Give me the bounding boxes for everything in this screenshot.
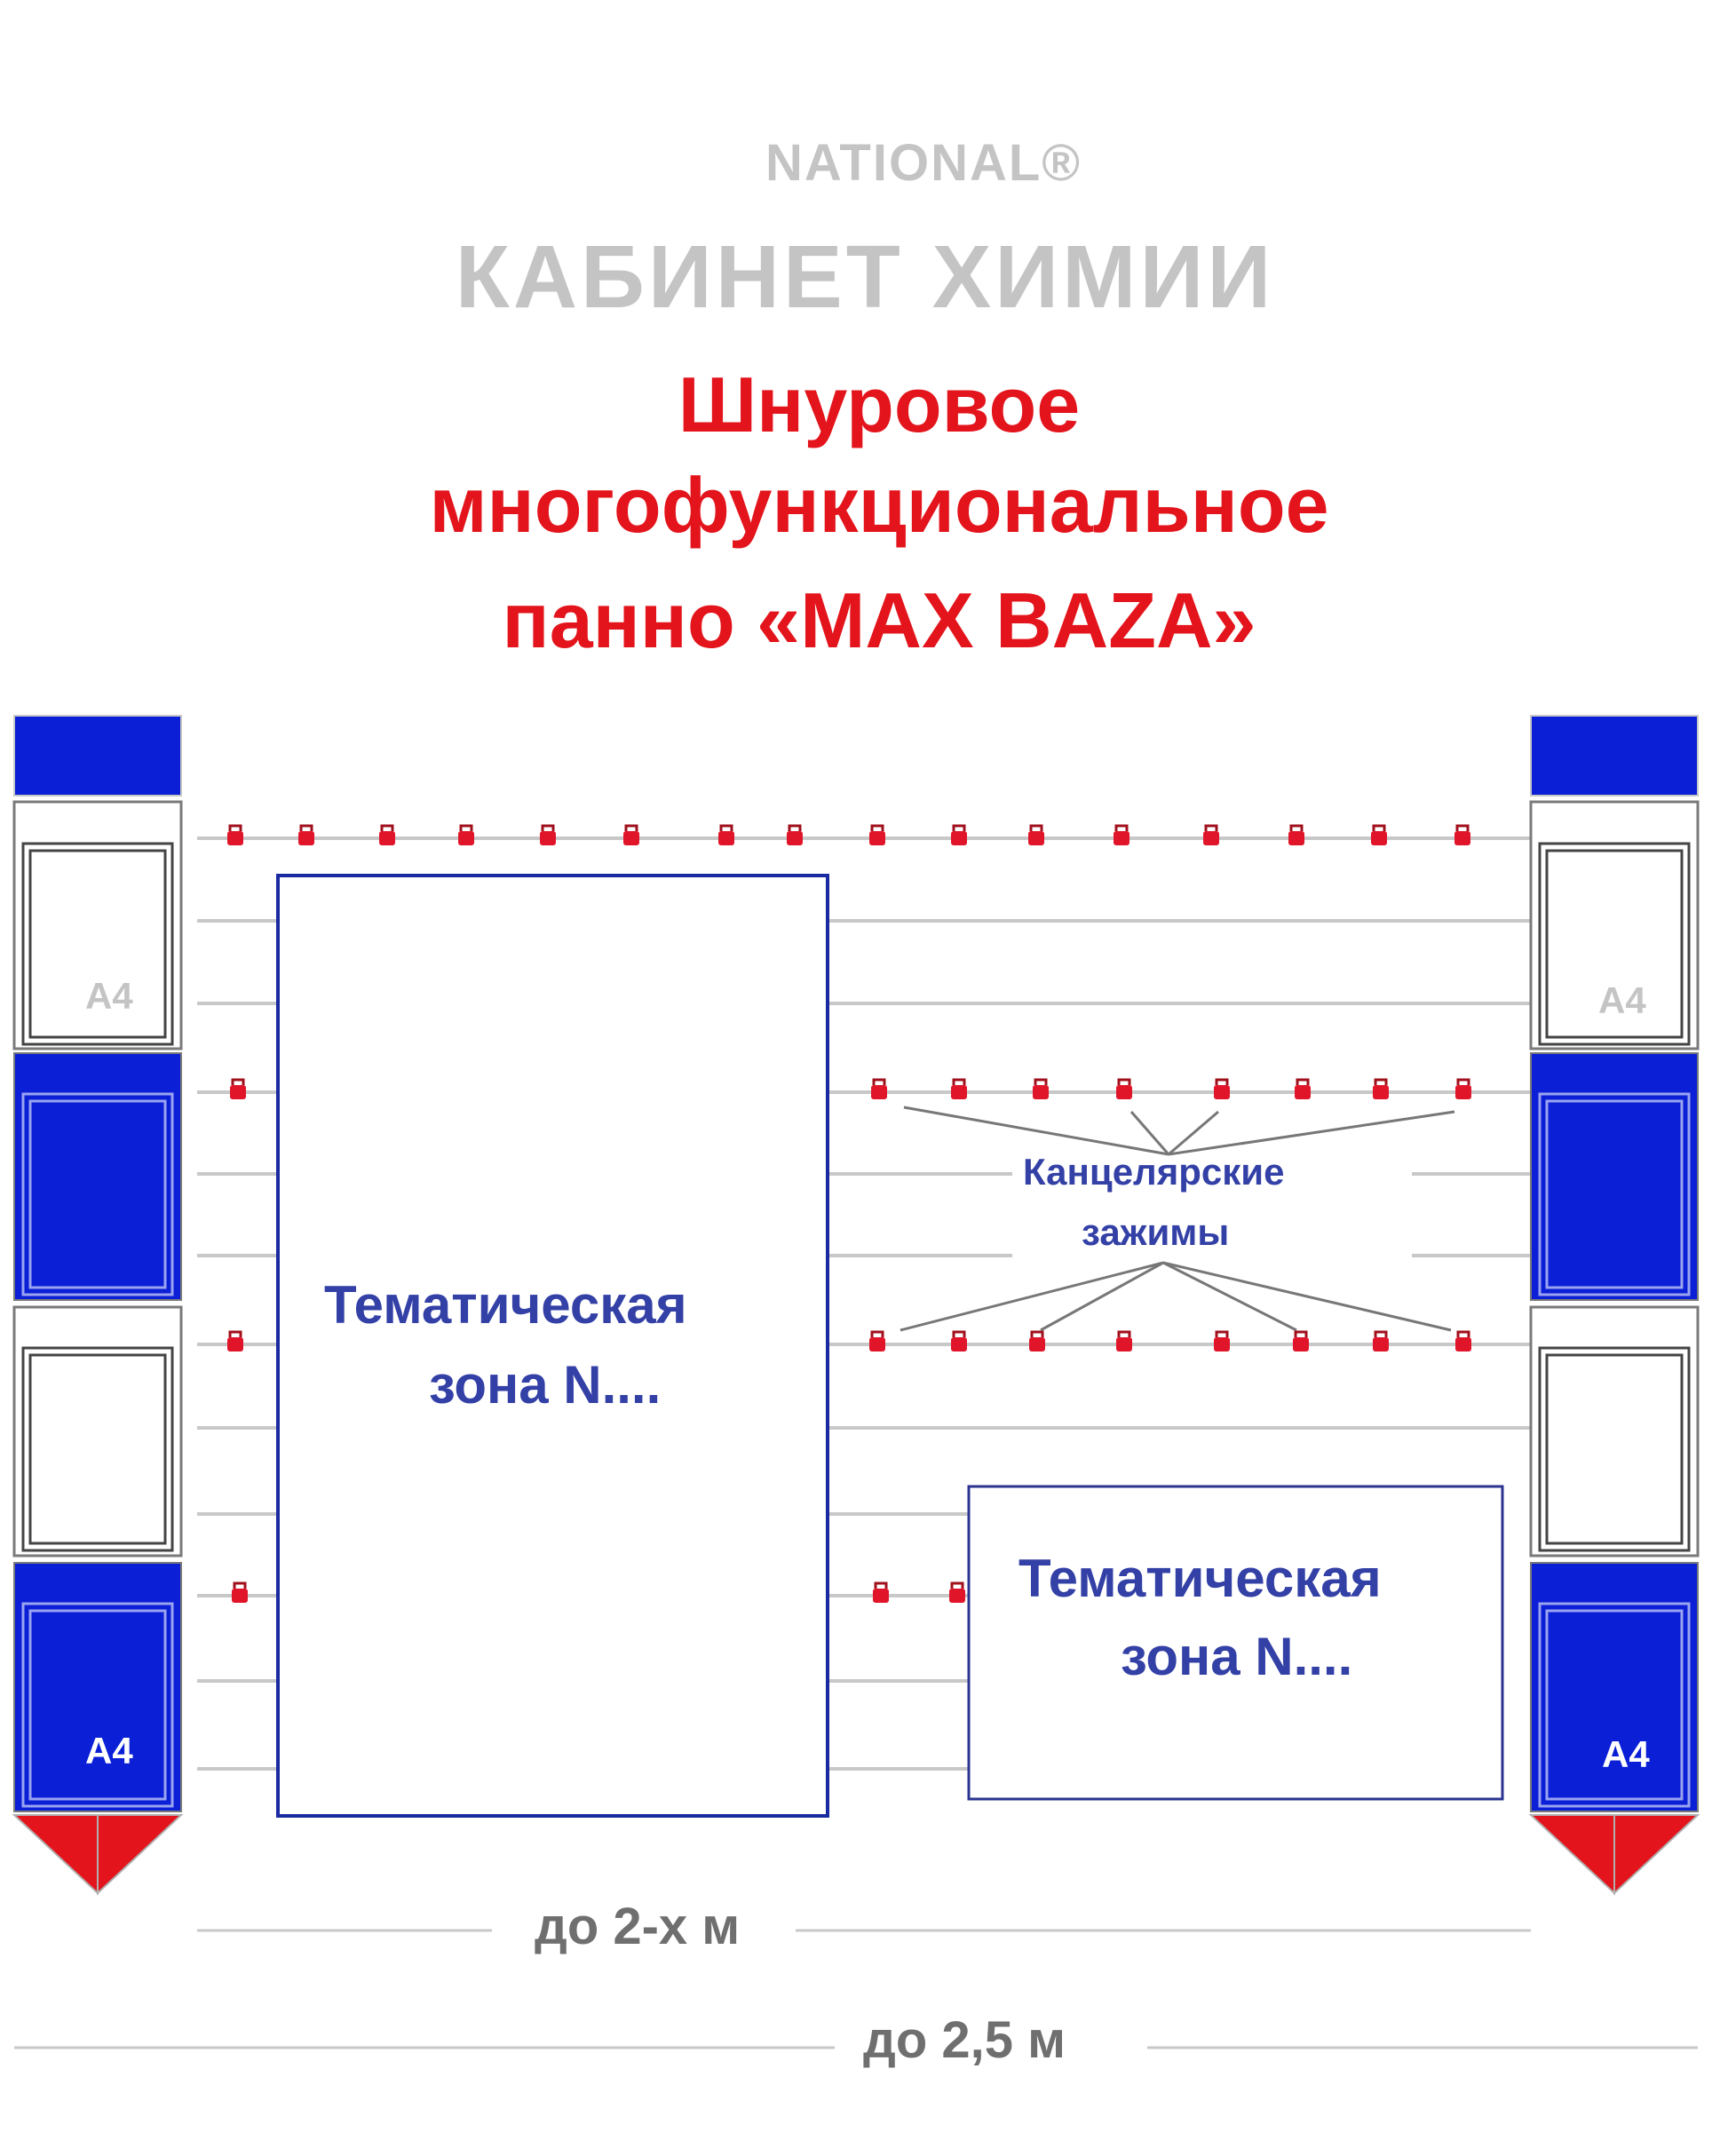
clips-callout-line-1: Канцелярские [1023,1151,1285,1193]
clip [1371,824,1387,845]
clip [230,1078,246,1099]
clip [1116,1078,1132,1099]
clip [458,824,474,845]
clip [1455,1078,1471,1099]
title-line-1: Шнуровое [678,361,1081,448]
clip [1373,1330,1389,1351]
clip [1288,824,1304,845]
clip [871,1078,887,1099]
large-thematic-zone [276,874,829,1818]
clip [1455,1330,1471,1351]
clip [298,824,314,845]
brand-name: NATIONAL® [765,134,1082,192]
left-white-pocket-2 [12,1305,183,1558]
clip [787,824,803,845]
right-white-pocket-1 [1529,800,1700,1050]
left-pointer-weight [12,1814,184,1896]
clip [1214,1078,1230,1099]
title-line-2: многофункциональное [429,461,1329,549]
left-blue-pocket-1 [13,1052,182,1301]
clip [1033,1078,1049,1099]
right-blue-pocket-a4-label: A4 [1602,1733,1650,1775]
clip [951,824,967,845]
cord-lines [197,836,1531,1771]
clip [540,824,556,845]
clip [1214,1330,1230,1351]
callout-leaders [900,1106,1455,1332]
clip [1373,1078,1389,1099]
left-column [12,715,184,1896]
clip [1454,824,1470,845]
large-zone-label-line-2: зона N.... [429,1355,662,1415]
clip [232,1581,248,1603]
clip [951,1330,967,1351]
large-zone-label-line-1: Тематическая [324,1275,687,1335]
right-white-pocket-2 [1529,1305,1700,1558]
left-blue-pocket-2 [13,1562,182,1812]
clip [1295,1078,1311,1099]
clip [951,1078,967,1099]
clip [227,1330,243,1351]
left-blue-pocket-a4-label: A4 [85,1730,133,1772]
right-column [1528,715,1700,1896]
clip [1029,1330,1045,1351]
clip [379,824,395,845]
clips-callout-line-2: зажимы [1082,1211,1230,1253]
clip [869,824,885,845]
right-pointer-weight [1528,1814,1700,1896]
inner-width-dimension: до 2-х м [535,1898,741,1955]
clip [1203,824,1219,845]
dimension-lines [14,1929,1698,2049]
clip [718,824,734,845]
clip [869,1330,885,1351]
left-top-header-block [13,715,182,797]
right-blue-pocket-2 [1530,1562,1699,1812]
small-zone-label-line-1: Тематическая [1018,1549,1382,1608]
right-pocket-a4-label: A4 [1598,979,1646,1021]
right-top-header-block [1530,715,1699,797]
clip [1028,824,1044,845]
left-pocket-a4-label: A4 [85,975,133,1017]
clip [227,824,243,845]
small-zone-label-line-2: зона N.... [1121,1627,1353,1686]
small-thematic-zone [967,1485,1504,1801]
left-white-pocket-1 [12,800,183,1050]
clip [1114,824,1129,845]
outer-width-dimension: до 2,5 м [863,2011,1066,2069]
clip [1293,1330,1309,1351]
clip [949,1581,965,1603]
clip [1116,1330,1132,1351]
right-blue-pocket-1 [1530,1052,1699,1301]
clip [873,1581,889,1603]
title-line-3: панно «MAX BAZA» [502,576,1256,664]
stationery-clips [227,824,1471,1603]
clip [623,824,639,845]
classroom-subject: КАБИНЕТ ХИМИИ [455,227,1275,327]
